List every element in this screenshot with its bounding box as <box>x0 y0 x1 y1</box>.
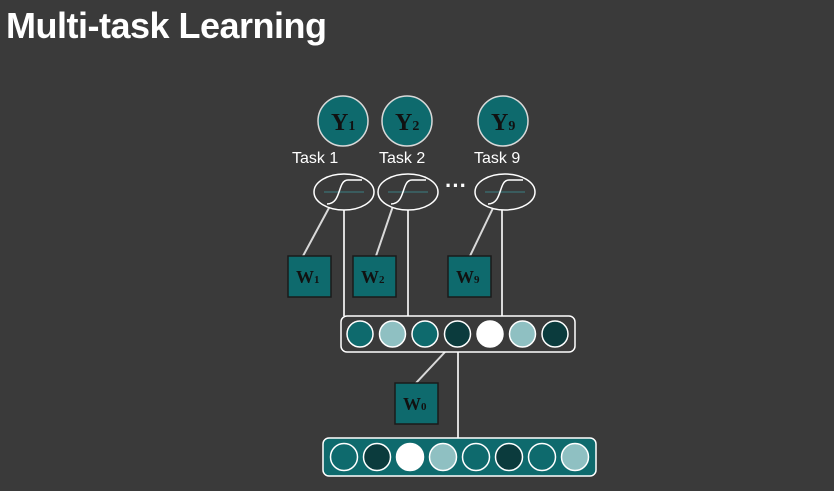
task-label-9: Task 9 <box>474 150 520 167</box>
output-node-9: Y9 <box>477 95 529 147</box>
hidden-unit-7 <box>541 320 569 348</box>
sigmoid-unit-1 <box>313 173 375 211</box>
svg-text:W2: W2 <box>361 267 385 287</box>
connector-sigmoid9-w9 <box>469 205 495 257</box>
connector-sigmoid2-w2 <box>375 205 394 257</box>
input-layer <box>322 437 597 477</box>
weight-box-w1: W1 <box>287 255 332 298</box>
svg-text:Y1: Y1 <box>331 110 355 136</box>
hidden-unit-5 <box>476 320 504 348</box>
connector-hidden-w0 <box>415 351 446 384</box>
hidden-unit-4 <box>443 320 472 348</box>
hidden-unit-3 <box>411 320 439 348</box>
weight-box-w2: W2 <box>352 255 397 298</box>
input-unit-1 <box>329 442 359 472</box>
weight-box-w9: W9 <box>447 255 492 298</box>
hidden-unit-1 <box>346 320 374 348</box>
task-label-1: Task 1 <box>292 150 338 167</box>
sigmoid-unit-9 <box>474 173 536 211</box>
svg-text:W1: W1 <box>296 267 320 287</box>
ellipsis-dots: ··· <box>445 173 467 198</box>
svg-text:W0: W0 <box>403 394 427 414</box>
input-unit-2 <box>362 442 392 472</box>
input-unit-5 <box>461 442 491 472</box>
connector-sigmoid1-w1 <box>302 205 331 257</box>
svg-text:W9: W9 <box>456 267 480 287</box>
hidden-unit-2 <box>378 320 407 348</box>
slide-title: Multi-task Learning <box>6 5 327 46</box>
weight-box-w0: W0 <box>394 382 439 425</box>
shared-hidden-layer <box>340 315 576 353</box>
svg-text:Y2: Y2 <box>395 110 419 136</box>
hidden-unit-6 <box>508 320 537 348</box>
input-unit-8 <box>560 442 590 472</box>
input-unit-3 <box>395 442 425 472</box>
output-node-1: Y1 <box>317 95 369 147</box>
input-unit-6 <box>494 442 524 472</box>
output-node-2: Y2 <box>381 95 433 147</box>
svg-text:Y9: Y9 <box>491 110 515 136</box>
input-unit-7 <box>527 442 557 472</box>
task-label-2: Task 2 <box>379 150 425 167</box>
connectors <box>302 205 503 438</box>
input-unit-4 <box>428 442 458 472</box>
sigmoid-unit-2 <box>377 173 439 211</box>
